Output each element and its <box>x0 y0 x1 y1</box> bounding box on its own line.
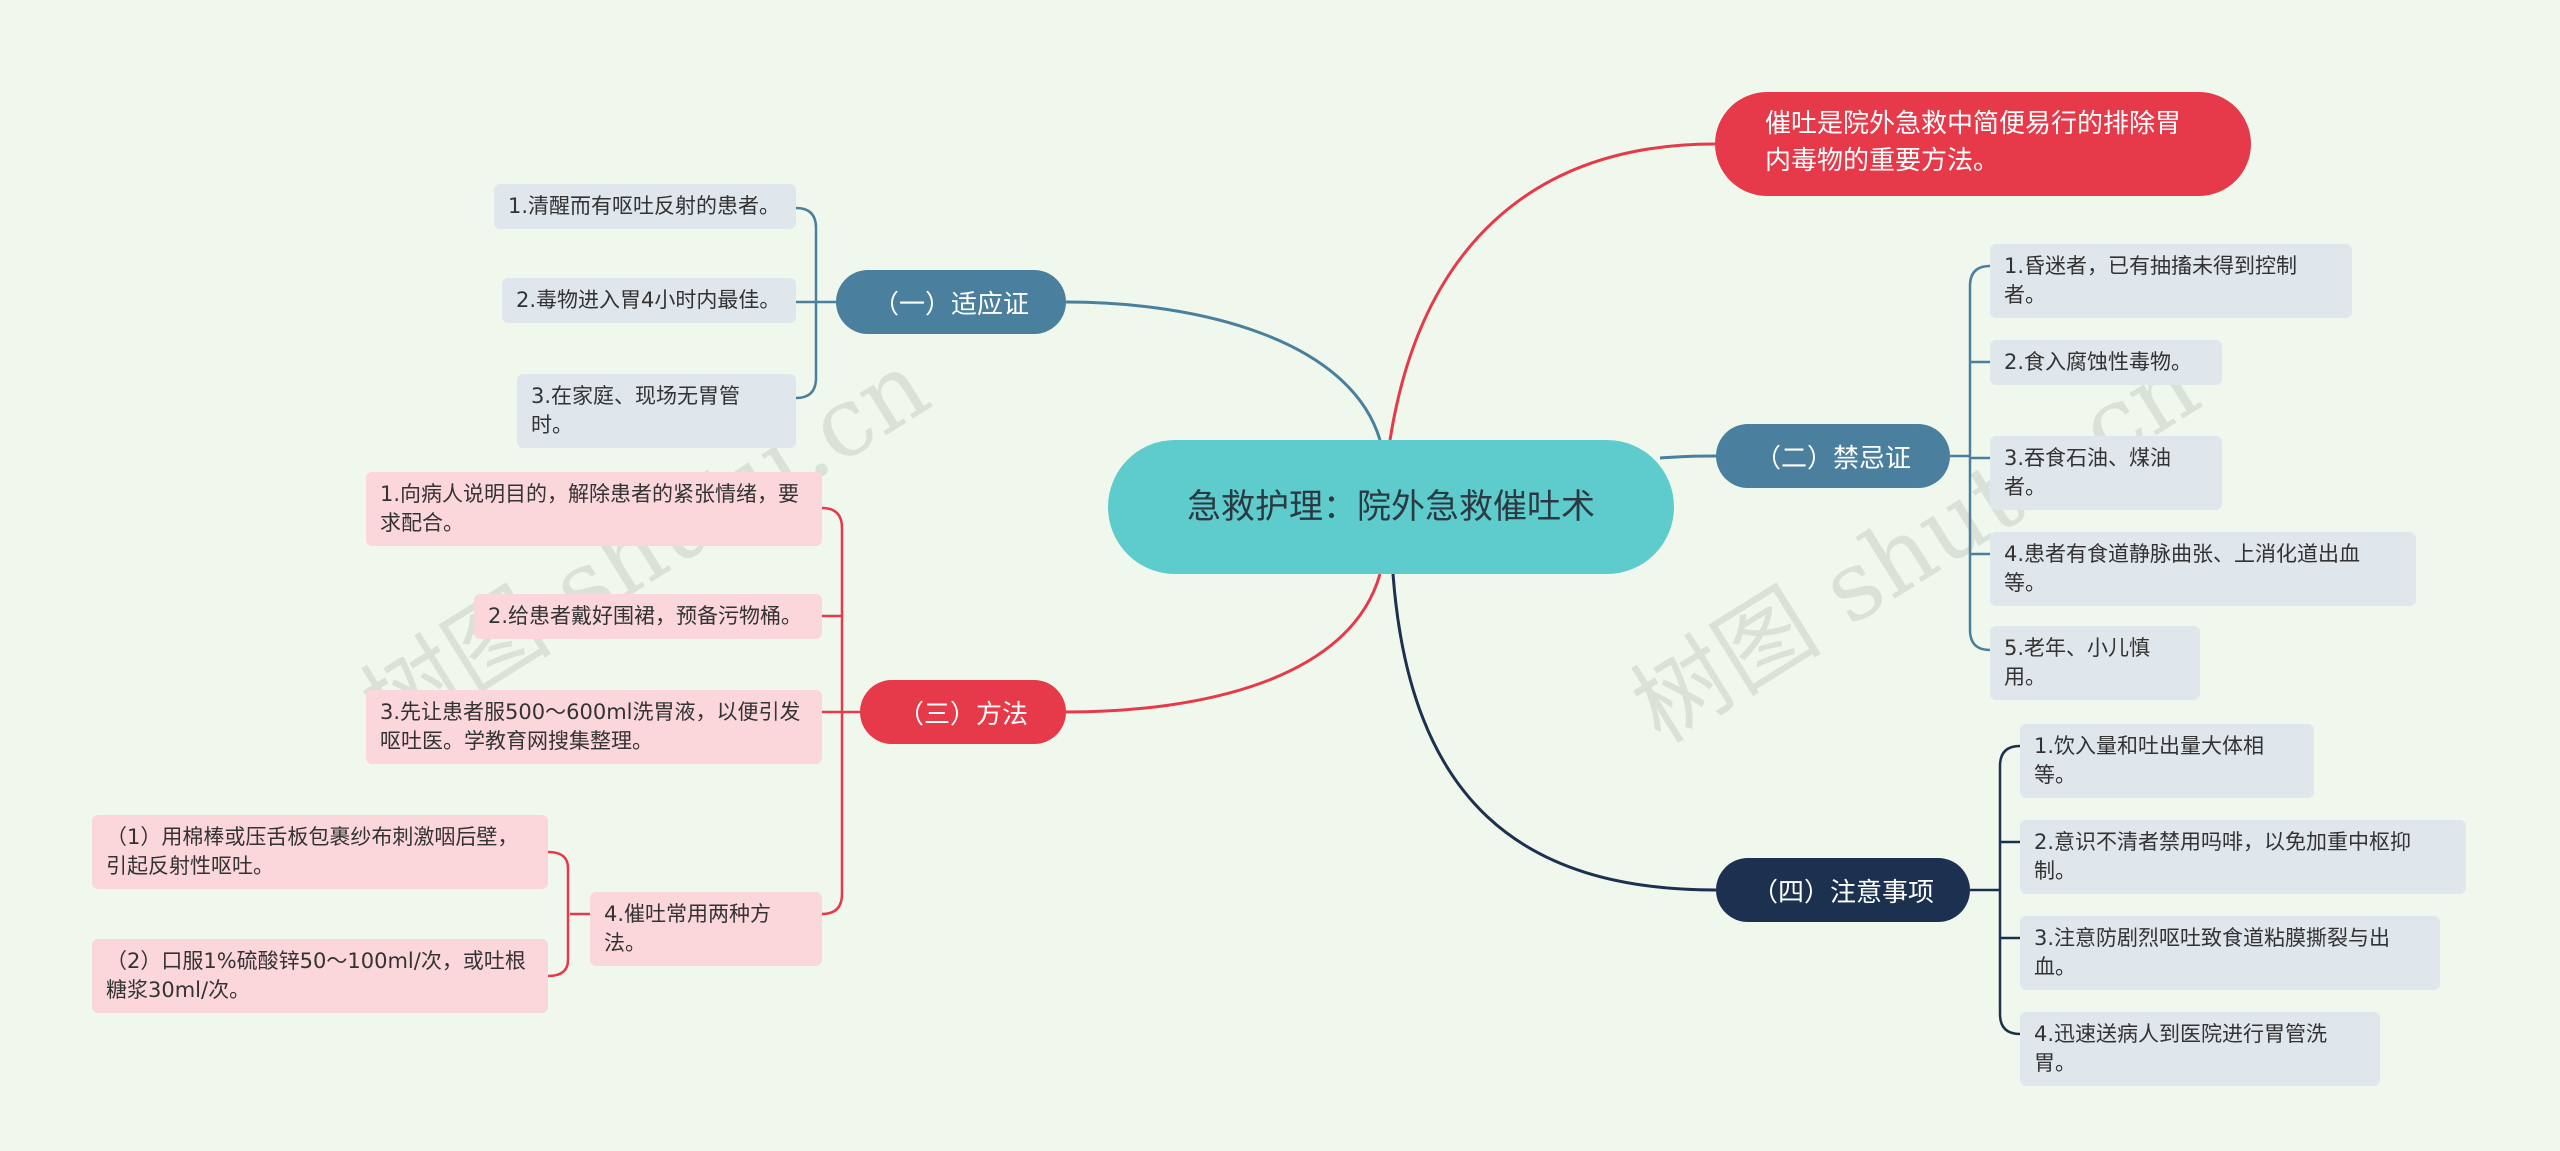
precaution-item-4[interactable]: 4.迅速送病人到医院进行胃管洗胃。 <box>2020 1012 2380 1086</box>
method-item-3[interactable]: 3.先让患者服500～600ml洗胃液，以便引发呕吐医。学教育网搜集整理。 <box>366 690 822 764</box>
intro-note[interactable]: 催吐是院外急救中简便易行的排除胃内毒物的重要方法。 <box>1715 92 2251 196</box>
indication-item-3[interactable]: 3.在家庭、现场无胃管时。 <box>517 374 796 448</box>
contraindications-bracket <box>1950 264 1991 652</box>
link-top-note <box>1388 142 1716 441</box>
method-item-4[interactable]: 4.催吐常用两种方法。 <box>590 892 822 966</box>
indication-item-1[interactable]: 1.清醒而有呕吐反射的患者。 <box>494 184 796 229</box>
method-item-1[interactable]: 1.向病人说明目的，解除患者的紧张情绪，要求配合。 <box>366 472 822 546</box>
branch-precautions[interactable]: （四）注意事项 <box>1716 858 1970 922</box>
indication-item-2[interactable]: 2.毒物进入胃4小时内最佳。 <box>502 278 796 323</box>
contraindication-item-5[interactable]: 5.老年、小儿慎用。 <box>1990 626 2200 700</box>
method-sub-item-1[interactable]: （1）用棉棒或压舌板包裹纱布刺激咽后壁，引起反射性呕吐。 <box>92 815 548 889</box>
indications-bracket <box>795 206 836 400</box>
methods-bracket <box>821 506 860 916</box>
link-methods <box>1065 573 1382 714</box>
contraindication-item-2[interactable]: 2.食入腐蚀性毒物。 <box>1990 340 2222 385</box>
link-contraindications <box>1659 454 1717 460</box>
method-sub-item-2[interactable]: （2）口服1%硫酸锌50～100ml/次，或吐根糖浆30ml/次。 <box>92 939 548 1013</box>
link-indications <box>1065 300 1382 441</box>
link-precautions <box>1391 573 1717 892</box>
branch-methods[interactable]: （三）方法 <box>860 680 1066 744</box>
precaution-item-2[interactable]: 2.意识不清者禁用吗啡，以免加重中枢抑制。 <box>2020 820 2466 894</box>
method-item-2[interactable]: 2.给患者戴好围裙，预备污物桶。 <box>474 594 822 639</box>
precautions-bracket <box>1970 744 2021 1036</box>
central-topic[interactable]: 急救护理：院外急救催吐术 <box>1108 440 1674 574</box>
branch-indications[interactable]: （一）适应证 <box>836 270 1066 334</box>
branch-contraindications[interactable]: （二）禁忌证 <box>1716 424 1950 488</box>
contraindication-item-4[interactable]: 4.患者有食道静脉曲张、上消化道出血等。 <box>1990 532 2416 606</box>
contraindication-item-3[interactable]: 3.吞食石油、煤油者。 <box>1990 436 2222 510</box>
contraindication-item-1[interactable]: 1.昏迷者，已有抽搐未得到控制者。 <box>1990 244 2352 318</box>
methods-sub-bracket <box>547 850 590 978</box>
precaution-item-1[interactable]: 1.饮入量和吐出量大体相等。 <box>2020 724 2314 798</box>
precaution-item-3[interactable]: 3.注意防剧烈呕吐致食道粘膜撕裂与出血。 <box>2020 916 2440 990</box>
